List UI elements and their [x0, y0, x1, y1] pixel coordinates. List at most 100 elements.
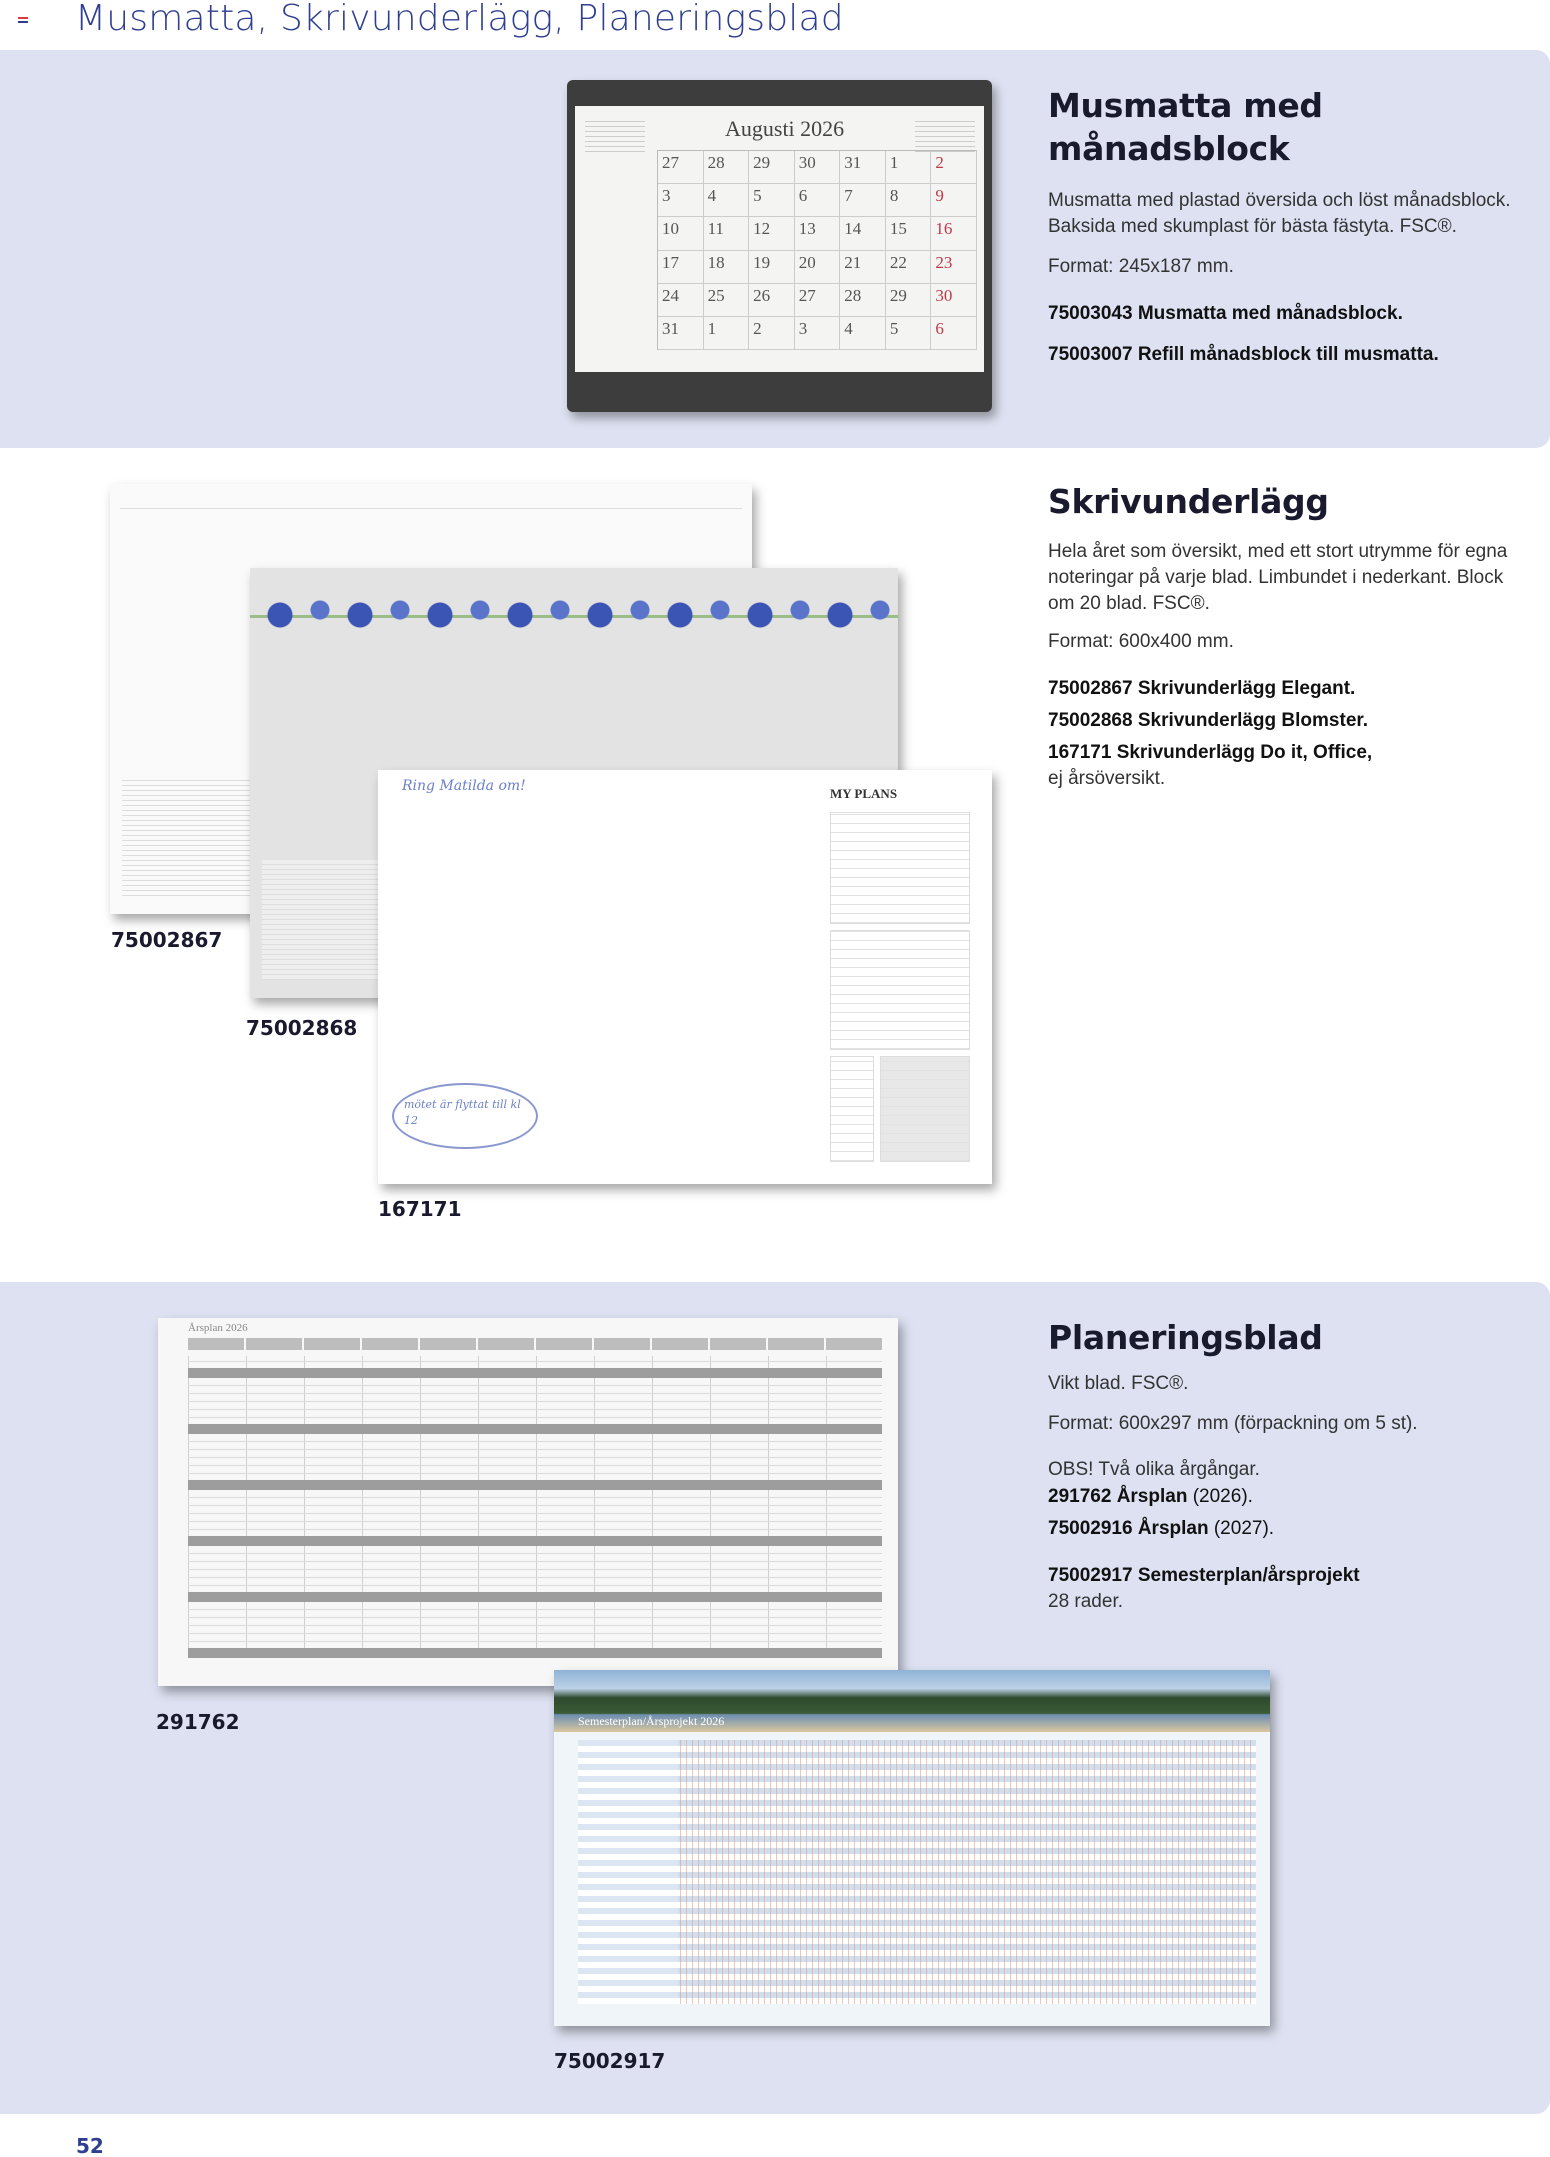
calendar-day: 23	[931, 250, 977, 284]
product-label: 291762	[156, 1710, 240, 1734]
planeringsblad-text: Planeringsblad Vikt blad. FSC®. Format: …	[1048, 1316, 1518, 1615]
calendar-day: 24	[658, 283, 704, 317]
handwritten-oval: mötet är flyttat till kl 12	[392, 1083, 538, 1149]
product-name: Musmatta med månadsblock.	[1137, 303, 1403, 324]
product-line: 75002868 Skrivunderlägg Blomster.	[1048, 707, 1518, 734]
calendar-day: 27	[794, 283, 841, 317]
calendar-day: 31	[658, 316, 704, 350]
calendar-day: 28	[840, 283, 886, 317]
arsplan-image: Årsplan 2026	[158, 1318, 898, 1686]
calendar-day: 18	[703, 250, 750, 284]
mini-calendar-next	[915, 118, 975, 152]
product-line: 75002916 Årsplan (2027).	[1048, 1515, 1518, 1542]
calendar-day: 22	[885, 250, 932, 284]
product-name: Skrivunderlägg Do it, Office,	[1116, 742, 1373, 763]
skrivunderlagg-title: Skrivunderlägg	[1048, 482, 1329, 521]
plans-note	[880, 1056, 970, 1162]
product-name: Skrivunderlägg Blomster.	[1137, 710, 1369, 731]
product-line: 75002917 Semesterplan/årsprojekt	[1048, 1562, 1518, 1589]
calendar-day: 6	[794, 184, 841, 218]
calendar-day: 20	[794, 250, 841, 284]
arsplan-title: Årsplan 2026	[188, 1322, 248, 1334]
calendar-day: 14	[840, 217, 886, 251]
planeringsblad-description: Vikt blad. FSC®.	[1048, 1373, 1189, 1394]
planeringsblad-format: Format: 600x297 mm (förpackning om 5 st)…	[1048, 1413, 1418, 1434]
plans-list	[830, 930, 970, 1050]
skrivunderlagg-description: Hela året som översikt, med ett stort ut…	[1048, 541, 1508, 614]
semesterplan-image: Semesterplan/Årsprojekt 2026	[554, 1670, 1270, 2026]
calendar-day: 29	[885, 283, 932, 317]
product-line: 167171 Skrivunderlägg Do it, Office,	[1048, 739, 1518, 766]
pad-doit-office-image: Ring Matilda om! MY PLANS mötet är flytt…	[378, 770, 992, 1184]
calendar-day: 10	[658, 217, 704, 251]
product-code: 75003043	[1048, 303, 1133, 324]
musmatta-text: Musmatta med månadsblock Musmatta med pl…	[1048, 84, 1518, 368]
planeringsblad-title: Planeringsblad	[1048, 1318, 1323, 1357]
product-note: ej årsöversikt.	[1048, 768, 1166, 789]
product-code: 75002867	[1048, 678, 1133, 699]
calendar-day: 30	[931, 283, 977, 317]
product-code: 75002916	[1048, 1518, 1133, 1539]
calendar-day: 31	[840, 151, 886, 185]
musmatta-description: Musmatta med plastad översida och löst m…	[1048, 190, 1511, 237]
calendar-day: 5	[749, 184, 795, 218]
month-label: Augusti 2026	[725, 116, 845, 141]
product-line: 75002867 Skrivunderlägg Elegant.	[1048, 675, 1518, 702]
product-year: (2026).	[1192, 1486, 1253, 1507]
calendar-day: 15	[885, 217, 932, 251]
calendar-day: 4	[703, 184, 750, 218]
product-code: 75003007	[1048, 344, 1133, 365]
product-line: 75003007 Refill månadsblock till musmatt…	[1048, 341, 1518, 368]
calendar-day: 3	[794, 316, 841, 350]
product-year: (2027).	[1213, 1518, 1275, 1539]
musmatta-title: Musmatta med månadsblock	[1048, 86, 1323, 168]
cornflower-border	[250, 580, 898, 650]
calendar-day: 28	[703, 151, 750, 185]
skrivunderlagg-format: Format: 600x400 mm.	[1048, 631, 1234, 652]
page-header-title: Musmatta, Skrivunderlägg, Planeringsblad	[75, 0, 844, 39]
plan-grid	[578, 1740, 1256, 2004]
product-note: 28 rader.	[1048, 1591, 1123, 1612]
product-code: 291762	[1048, 1486, 1112, 1507]
calendar-day: 2	[749, 316, 795, 350]
year-overview	[262, 860, 392, 980]
lake-photo	[554, 1670, 1270, 1732]
calendar-day: 1	[885, 151, 932, 185]
my-plans-title: MY PLANS	[830, 786, 898, 801]
product-line: 75003043 Musmatta med månadsblock.	[1048, 300, 1518, 327]
calendar-day: 1	[703, 316, 750, 350]
plan-rows	[188, 1356, 882, 1658]
planeringsblad-obs: OBS! Två olika årgångar.	[1048, 1459, 1260, 1480]
mini-calendar-prev	[585, 118, 645, 152]
row-labels	[578, 1740, 678, 2004]
calendar-day: 17	[658, 250, 704, 284]
product-name: Skrivunderlägg Elegant.	[1137, 678, 1356, 699]
product-label: 167171	[378, 1197, 462, 1221]
calendar-day: 3	[658, 184, 704, 218]
product-label: 75002867	[111, 928, 223, 952]
calendar-day: 11	[703, 217, 750, 251]
calendar-day: 16	[931, 217, 977, 251]
calendar-day: 26	[749, 283, 795, 317]
header-mark-icon	[18, 17, 28, 25]
calendar-day: 29	[749, 151, 795, 185]
calendar-day: 6	[931, 316, 977, 350]
calendar-day: 21	[840, 250, 886, 284]
calendar-day: 9	[931, 184, 977, 218]
calendar-day: 30	[794, 151, 841, 185]
product-name: Årsplan	[1137, 1518, 1209, 1539]
calendar-day: 27	[658, 151, 704, 185]
semesterplan-title: Semesterplan/Årsprojekt 2026	[578, 1714, 725, 1728]
calendar-day: 2	[931, 151, 977, 185]
musmatta-format: Format: 245x187 mm.	[1048, 256, 1234, 277]
product-label: 75002868	[246, 1016, 358, 1040]
calendar-day: 5	[885, 316, 932, 350]
product-code: 167171	[1048, 742, 1112, 763]
calendar-day: 7	[840, 184, 886, 218]
calendar-day: 4	[840, 316, 886, 350]
product-code: 75002917	[1048, 1565, 1133, 1586]
calendar-day: 13	[794, 217, 841, 251]
